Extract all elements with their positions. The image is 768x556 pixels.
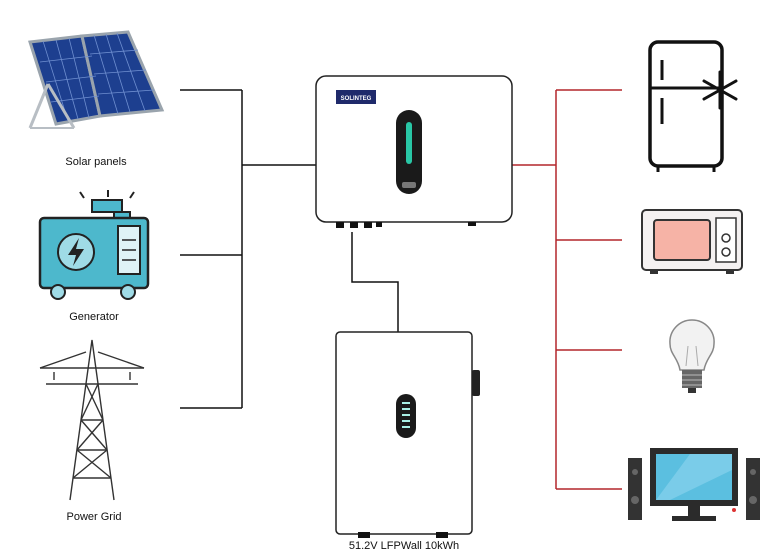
hybrid-inverter-icon: SOLINTEG	[315, 75, 513, 228]
solar-panel-icon	[28, 30, 165, 129]
microwave-icon	[641, 209, 743, 274]
light-bulb-icon	[669, 319, 715, 393]
solar-panels-label: Solar panels	[65, 156, 127, 168]
refrigerator-icon	[648, 40, 738, 172]
battery-wall-icon	[335, 331, 480, 538]
generator-label: Generator	[69, 311, 119, 323]
generator-icon	[38, 190, 150, 300]
source-connections	[180, 89, 316, 409]
power-grid-label: Power Grid	[66, 511, 122, 523]
load-connections	[512, 89, 622, 490]
inverter-brand: SOLINTEG	[341, 96, 372, 102]
power-tower-icon	[39, 339, 145, 501]
battery-label: 51.2V LFPWall 10kWh	[348, 540, 460, 552]
battery-connection	[351, 232, 399, 332]
tv-speakers-icon	[628, 448, 760, 521]
